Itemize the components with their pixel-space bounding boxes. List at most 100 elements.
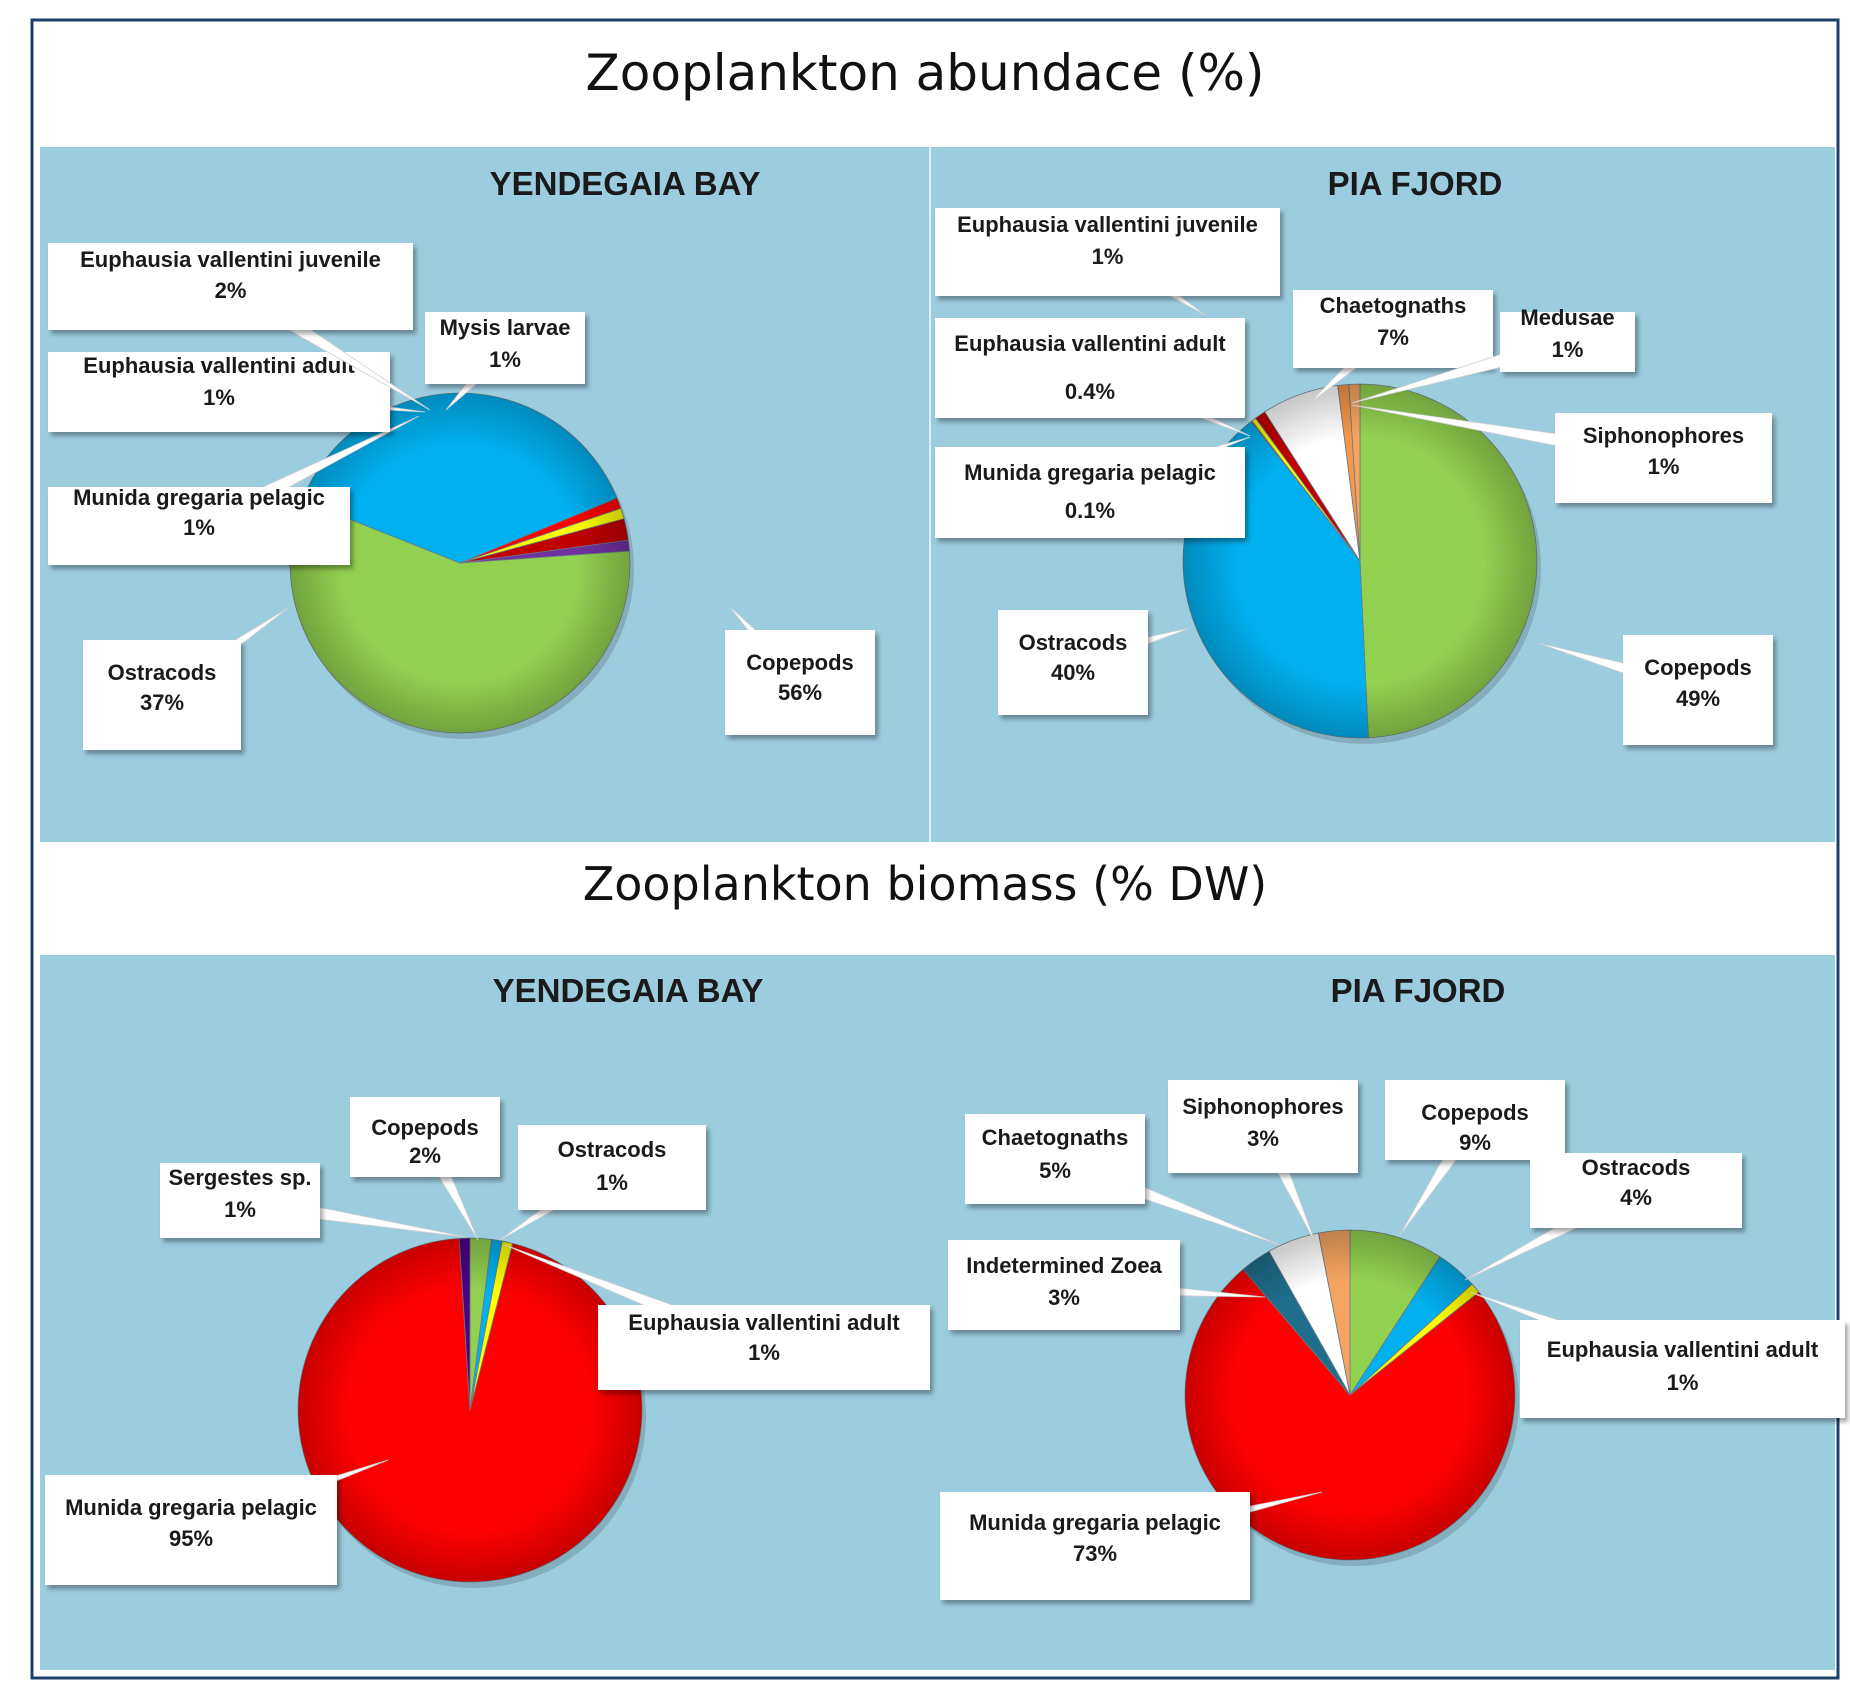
callout-label: Copepods	[1421, 1100, 1529, 1125]
callout-label: Munida gregaria pelagic	[964, 460, 1216, 485]
callout-value: 1%	[183, 515, 215, 540]
charts-layer	[289, 383, 1541, 1588]
callout-label: Chaetognaths	[982, 1125, 1129, 1150]
callout-box	[350, 1097, 500, 1177]
callout-euphausia-vallentini-juvenile: Euphausia vallentini juvenile 1%	[935, 208, 1280, 316]
callout-value: 3%	[1247, 1126, 1279, 1151]
callout-munida-gregaria-pelagic: Munida gregaria pelagic 0.1%	[935, 436, 1251, 538]
callout-box	[935, 447, 1245, 538]
callout-copepods: Copepods 9%	[1385, 1080, 1565, 1236]
callout-chaetognaths: Chaetognaths 7%	[1293, 290, 1493, 404]
callout-value: 73%	[1073, 1541, 1117, 1566]
callout-box	[725, 630, 875, 735]
callout-label: Indetermined Zoea	[966, 1253, 1162, 1278]
callout-box	[83, 640, 241, 750]
callout-label: Sergestes sp.	[168, 1165, 311, 1190]
callout-value: 7%	[1377, 325, 1409, 350]
callout-label: Siphonophores	[1182, 1094, 1343, 1119]
callout-value: 1%	[596, 1170, 628, 1195]
callout-euphausia-vallentini-juvenile: Euphausia vallentini juvenile 2%	[48, 243, 431, 411]
callout-box	[48, 487, 350, 565]
callout-box	[1293, 290, 1493, 368]
callout-value: 1%	[203, 385, 235, 410]
callout-label: Ostracods	[108, 660, 217, 685]
callout-box	[48, 352, 390, 432]
callout-label: Medusae	[1520, 305, 1614, 330]
callout-value: 0.4%	[1065, 379, 1115, 404]
panel-title: YENDEGAIA BAY	[493, 972, 764, 1009]
callout-ostracods: Ostracods 1%	[499, 1125, 706, 1241]
callout-box	[598, 1305, 930, 1390]
callout-siphonophores: Siphonophores 3%	[1168, 1080, 1358, 1243]
callout-label: Chaetognaths	[1320, 293, 1467, 318]
callout-label: Copepods	[746, 650, 854, 675]
callout-box	[1555, 413, 1772, 503]
text-layer: Zooplankton abundace (%) Zooplankton biom…	[45, 44, 1845, 1600]
callout-ostracods: Ostracods 4%	[1464, 1153, 1742, 1281]
callout-chaetognaths: Chaetognaths 5%	[965, 1114, 1281, 1246]
callout-box	[1623, 635, 1773, 745]
panel-title: PIA FJORD	[1328, 165, 1503, 202]
callout-value: 49%	[1676, 686, 1720, 711]
callout-euphausia-vallentini-adult: Euphausia vallentini adult 1%	[504, 1244, 930, 1390]
callout-value: 37%	[140, 690, 184, 715]
callout-label: Mysis larvae	[440, 315, 571, 340]
callout-value: 2%	[215, 278, 247, 303]
callout-value: 3%	[1048, 1285, 1080, 1310]
callout-label: Euphausia vallentini adult	[83, 353, 355, 378]
callout-value: 1%	[1092, 244, 1124, 269]
section-title-biomass: Zooplankton biomass (% DW)	[583, 857, 1268, 911]
callout-value: 40%	[1051, 660, 1095, 685]
callout-label: Euphausia vallentini adult	[954, 331, 1226, 356]
callout-sergestes-sp: Sergestes sp. 1%	[160, 1163, 467, 1238]
callout-label: Euphausia vallentini adult	[1547, 1337, 1819, 1362]
callout-box	[998, 610, 1148, 715]
callout-value: 9%	[1459, 1130, 1491, 1155]
callout-box	[425, 312, 585, 384]
callout-label: Ostracods	[1019, 630, 1128, 655]
callout-box	[1168, 1080, 1358, 1173]
callout-box	[948, 1240, 1180, 1330]
callout-box	[1500, 312, 1635, 372]
callout-value: 5%	[1039, 1158, 1071, 1183]
callout-label: Copepods	[1644, 655, 1752, 680]
panel-title: YENDEGAIA BAY	[490, 165, 761, 202]
callout-box	[965, 1114, 1145, 1204]
callout-label: Copepods	[371, 1115, 479, 1140]
callout-copepods: Copepods 56%	[725, 606, 875, 735]
callout-value: 1%	[748, 1340, 780, 1365]
callout-box	[935, 208, 1280, 296]
callout-box	[940, 1492, 1250, 1600]
callout-label: Euphausia vallentini juvenile	[957, 212, 1258, 237]
callout-value: 56%	[778, 680, 822, 705]
callout-copepods: Copepods 49%	[1537, 635, 1773, 745]
callout-label: Ostracods	[1582, 1155, 1691, 1180]
callout-value: 1%	[224, 1197, 256, 1222]
callout-value: 95%	[169, 1526, 213, 1551]
callout-value: 4%	[1620, 1185, 1652, 1210]
callout-box	[935, 318, 1245, 418]
callout-label: Siphonophores	[1583, 423, 1744, 448]
section-title-abundance: Zooplankton abundace (%)	[586, 44, 1265, 102]
callout-label: Euphausia vallentini adult	[628, 1310, 900, 1335]
callout-value: 0.1%	[1065, 498, 1115, 523]
callout-ostracods: Ostracods 40%	[998, 610, 1191, 715]
callout-label: Euphausia vallentini juvenile	[80, 247, 381, 272]
panel-title: PIA FJORD	[1331, 972, 1506, 1009]
callout-label: Ostracods	[558, 1137, 667, 1162]
figure-border	[30, 18, 1840, 1680]
callout-box	[45, 1475, 337, 1585]
callout-box	[1520, 1320, 1845, 1418]
callout-box	[518, 1125, 706, 1210]
callout-box	[48, 243, 413, 330]
